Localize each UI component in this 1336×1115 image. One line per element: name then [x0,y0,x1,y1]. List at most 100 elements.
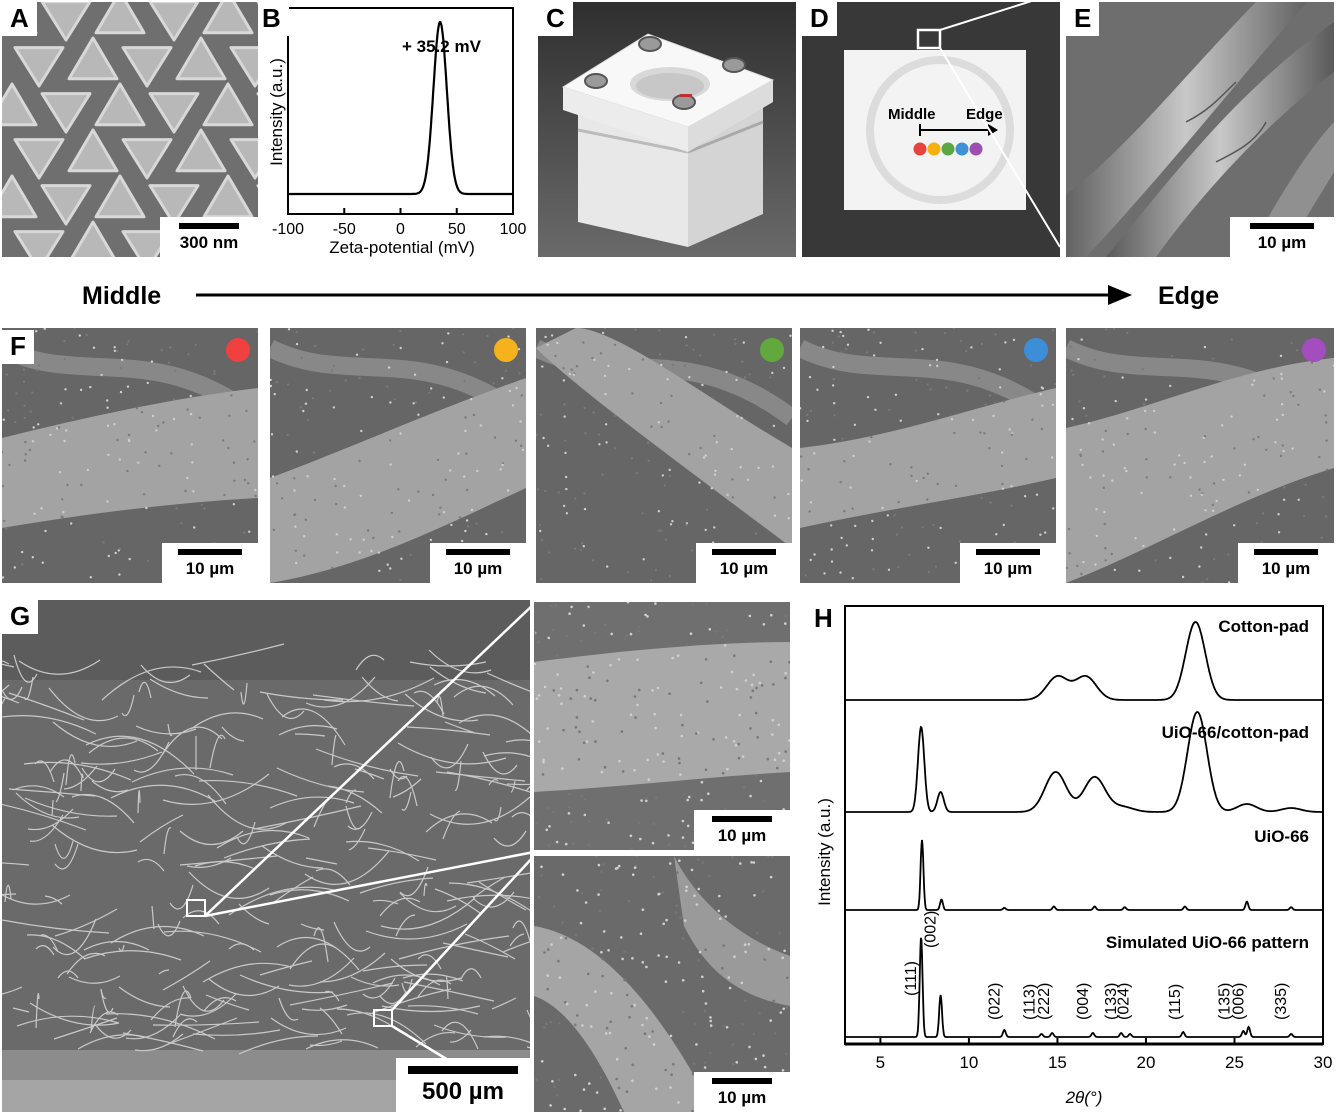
panel-f-image-4: 10 µm [800,328,1056,583]
nanoparticle [94,174,146,219]
scale-bar-a: 300 nm [160,217,258,257]
position-dot [941,142,955,156]
xrd-peak-annotation: (004) [1075,983,1092,1020]
panel-f-image-5: 10 µm [1066,328,1334,583]
edge-label-d: Edge [966,106,1003,123]
xrd-chart: Cotton-padUiO-66/cotton-padUiO-66Simulat… [815,605,1333,1107]
position-dot [226,338,250,362]
nanoparticle [94,2,146,35]
nanoparticle [229,46,258,88]
position-dot [927,142,941,156]
xrd-xlabel: 2θ(°) [1065,1088,1103,1107]
nanoparticle [229,138,258,180]
coated-fiber-inset-bottom [534,856,790,1112]
scale-bar-f: 10 µm [162,543,258,583]
scale-bar-e: 10 µm [1230,217,1334,257]
position-dot [955,142,969,156]
panel-letter-e: E [1066,2,1100,36]
coated-fiber-image [2,328,258,583]
scale-bar-g-main: 500 µm [396,1058,530,1112]
position-dot [760,338,784,362]
panel-letter-f: F [2,330,34,364]
scale-label-g-inset-top: 10 µm [717,826,767,845]
panel-g-inset-bottom: 10 µm [534,856,790,1112]
panel-a: A 300 nm [2,2,258,257]
xrd-tick-label: 15 [1048,1053,1067,1072]
position-dot [1302,338,1326,362]
xrd-tick-label: 10 [959,1053,978,1072]
scale-label-e: 10 µm [1257,233,1307,252]
coated-fiber-image [800,328,1056,583]
xrd-peak-annotation: (002) [923,911,940,948]
zeta-tick-label: -50 [333,221,356,238]
nanoparticle [202,2,254,35]
xrd-series-line [845,839,1323,911]
xrd-tick-label: 30 [1314,1053,1333,1072]
zeta-peak-label: + 35.2 mV [402,37,482,56]
nanoparticle [121,46,173,88]
panel-letter-h: H [806,602,841,636]
device-photo [538,2,796,257]
panel-letter-c: C [538,2,573,36]
xrd-tick-label: 25 [1225,1053,1244,1072]
xrd-peak-annotation: (111) [903,961,920,996]
panel-letter-g: G [2,600,39,634]
panel-c: C [538,2,796,257]
xrd-peak-annotation: (006) [1231,983,1248,1020]
panel-g-main: G 500 µm [2,600,530,1112]
triangle-nanoparticles-image [2,2,258,257]
panel-d: Middle Edge D [802,2,1060,257]
panel-letter-d: D [802,2,837,36]
nanoparticle [40,184,92,226]
xrd-peak-annotation: (133) [1103,983,1120,1020]
scale-label-g-inset-bottom: 10 µm [717,1088,767,1107]
coated-fiber-inset-top [534,602,790,850]
xrd-series-label: UiO-66 [1254,827,1309,846]
panel-g-inset-top: 10 µm [534,602,790,850]
zeta-peak-curve [288,20,513,196]
xrd-peak-annotation: (222) [1036,983,1053,1020]
xrd-ylabel: Intensity (a.u.) [815,798,834,906]
nanoparticle [13,230,65,257]
zeta-xlabel: Zeta-potential (mV) [329,238,475,257]
zeta-tick-label: -100 [272,221,304,238]
xrd-peak-annotation: (335) [1273,983,1290,1020]
nanoparticle [175,36,227,81]
nanoparticle [175,128,227,173]
coated-fiber-image [1066,328,1334,583]
panel-letter-b: B [262,2,289,36]
scale-bar-f: 10 µm [1238,543,1334,583]
xrd-series-line [845,621,1323,701]
nanoparticle [202,174,254,219]
panel-f-image-1: 10 µm [2,328,258,583]
panel-e: E 10 µm [1066,2,1334,257]
scale-label-f: 10 µm [983,559,1033,578]
scale-bar-f: 10 µm [430,543,526,583]
xrd-peak-annotation: (115) [1167,984,1184,1020]
xrd-series-label: UiO-66/cotton-pad [1162,723,1309,742]
zeta-tick-label: 50 [448,221,466,238]
nanoparticle [121,230,173,257]
zeta-tick-label: 0 [396,221,405,238]
scale-bar-g-inset-top: 10 µm [694,810,790,850]
xrd-series-line [845,711,1323,813]
xrd-peak-annotation: (024) [1116,983,1133,1020]
nanoparticle [70,220,116,257]
xrd-tick-label: 20 [1137,1053,1156,1072]
zeta-ylabel: Intensity (a.u.) [267,58,286,166]
nanoparticle [13,46,65,88]
arrow-right-label: Edge [1158,282,1220,310]
cotton-pad-photo [802,2,1060,257]
scale-label-f: 10 µm [453,559,503,578]
nanoparticle [148,184,200,226]
nanoparticle [67,128,119,173]
panel-letter-a: A [2,2,37,36]
middle-to-edge-arrow [196,285,1132,305]
position-dot [969,142,983,156]
scale-label-f: 10 µm [719,559,769,578]
scale-label-g-main: 500 µm [422,1078,504,1105]
xrd-series-label: Simulated UiO-66 pattern [1106,933,1309,952]
coated-fiber-image [270,328,526,583]
